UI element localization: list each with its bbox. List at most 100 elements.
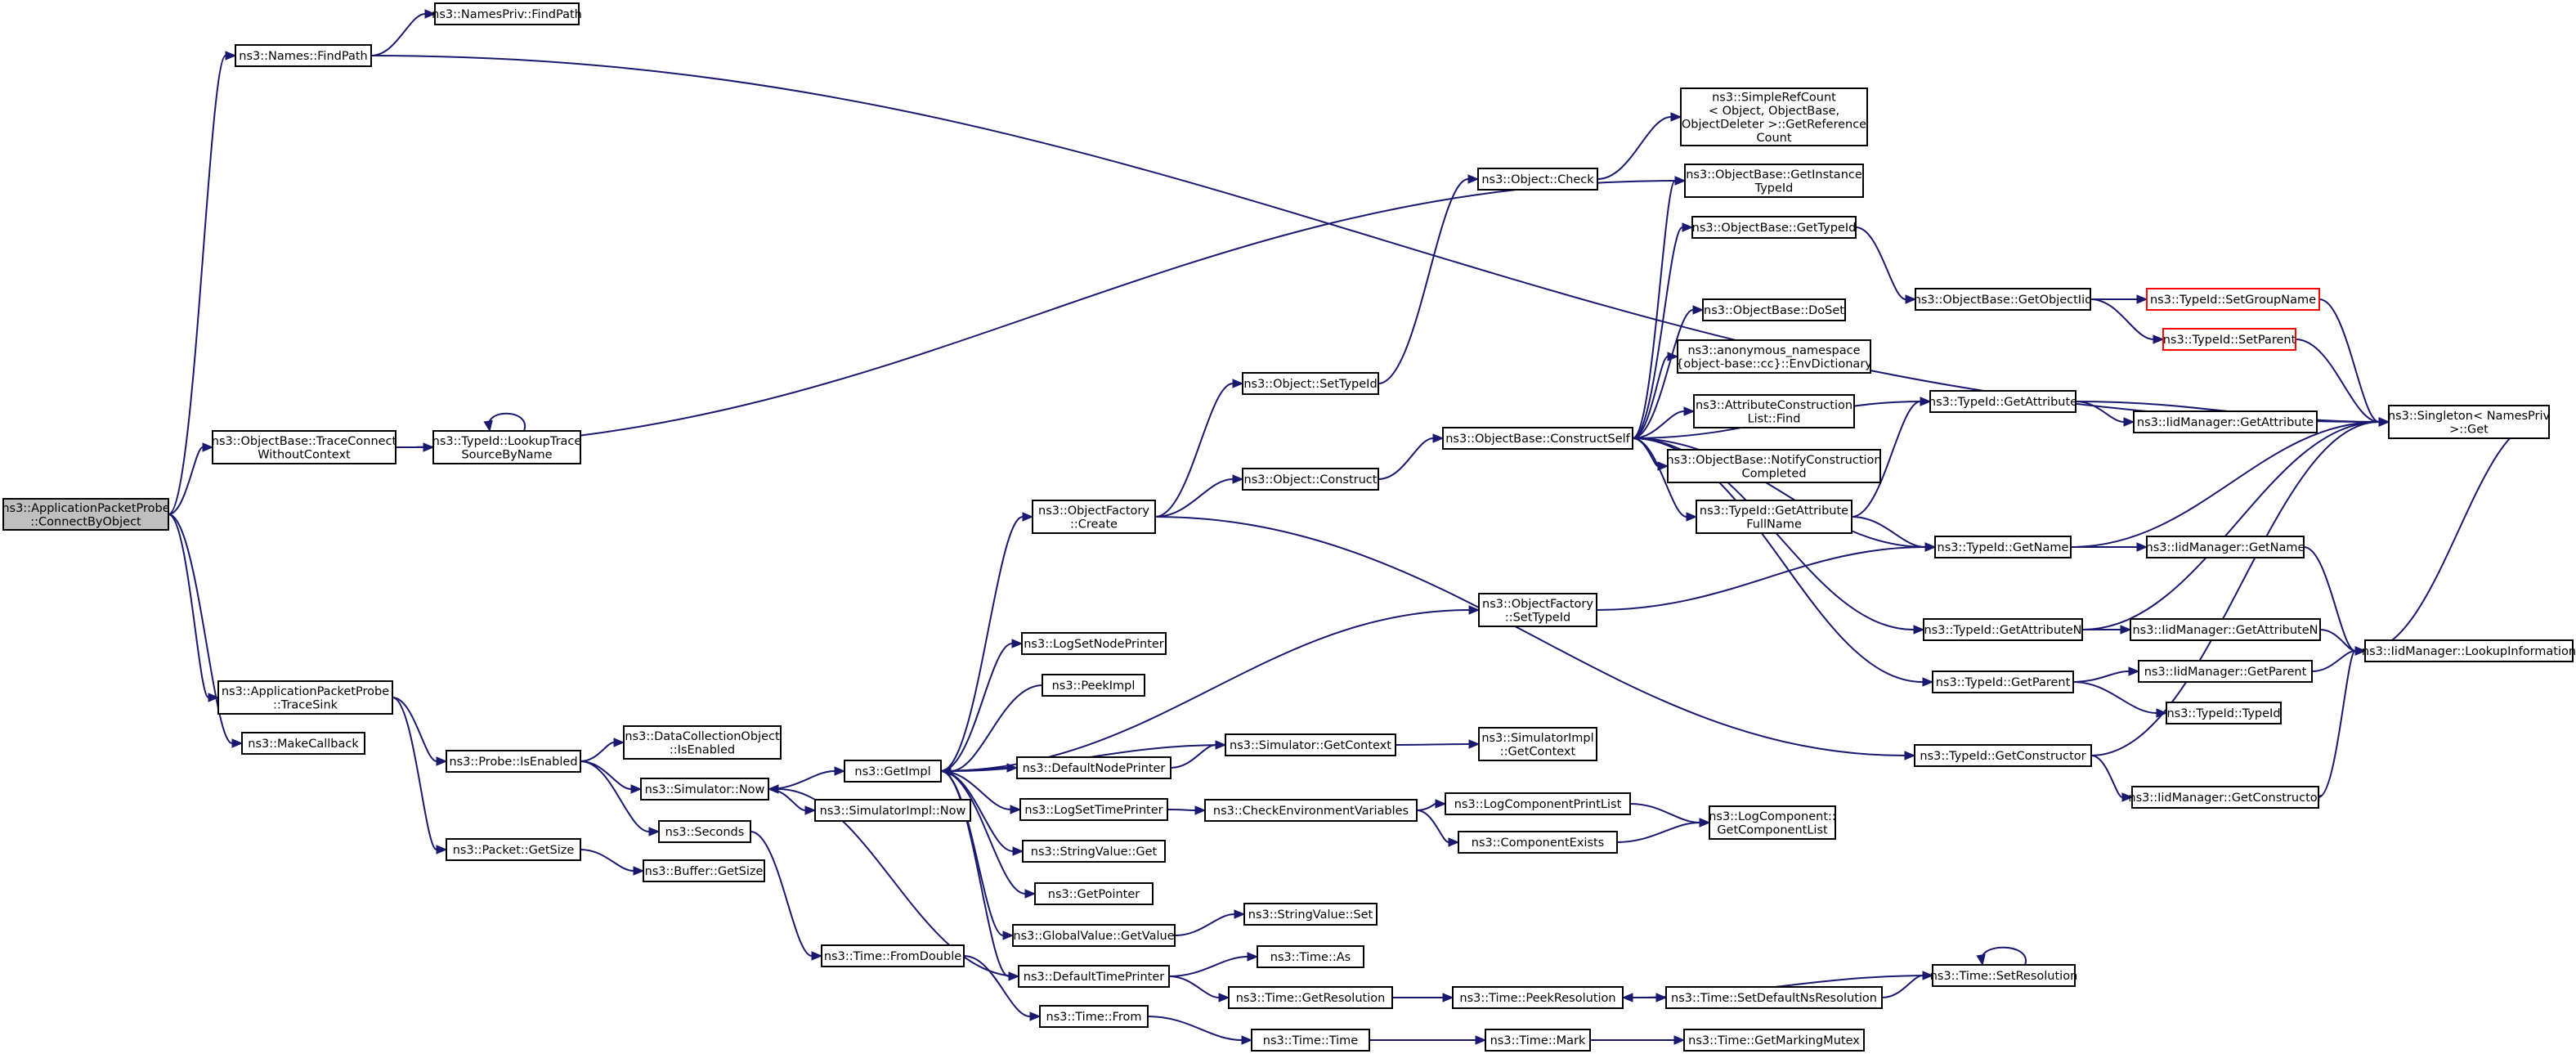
node-box — [1012, 924, 1176, 947]
edge-line — [940, 643, 1013, 772]
node-timeSetResolution[interactable]: ns3::Time::SetResolution — [1930, 964, 2078, 987]
node-peekImpl[interactable]: ns3::PeekImpl — [1042, 674, 1145, 697]
node-notifyConstruction[interactable]: ns3::ObjectBase::NotifyConstructionCompl… — [1666, 449, 1882, 483]
node-logComponentGetList[interactable]: ns3::LogComponent::GetComponentList — [1709, 805, 1836, 840]
node-timeGetResolution[interactable]: ns3::Time::GetResolution — [1228, 986, 1393, 1009]
node-iidGetName[interactable]: ns3::IidManager::GetName — [2146, 536, 2305, 558]
node-iidLookupInfo[interactable]: ns3::IidManager::LookupInformation — [2362, 639, 2576, 662]
node-box — [1696, 500, 1852, 534]
node-packetGetSize[interactable]: ns3::Packet::GetSize — [446, 838, 581, 861]
node-objConstruct[interactable]: ns3::Object::Construct — [1242, 468, 1379, 491]
node-objFactoryCreate[interactable]: ns3::ObjectFactory::Create — [1032, 500, 1156, 534]
node-iidGetAttribute[interactable]: ns3::IidManager::GetAttribute — [2133, 410, 2318, 433]
node-setParent[interactable]: ns3::TypeId::SetParent — [2162, 328, 2296, 351]
node-timeFrom[interactable]: ns3::Time::From — [1039, 1005, 1149, 1028]
node-objCheck[interactable]: ns3::Object::Check — [1477, 168, 1598, 191]
arrowhead — [202, 442, 214, 452]
node-box — [1932, 671, 2074, 693]
node-root[interactable]: ns3::ApplicationPacketProbe::ConnectByOb… — [2, 498, 170, 531]
node-box — [1022, 840, 1166, 863]
node-checkEnvVars[interactable]: ns3::CheckEnvironmentVariables — [1204, 799, 1418, 822]
edge-checkEnvVars-componentExists — [1416, 810, 1460, 847]
node-seconds[interactable]: ns3::Seconds — [658, 820, 751, 843]
node-traceSink[interactable]: ns3::ApplicationPacketProbe::TraceSink — [217, 680, 393, 715]
node-iidGetAttributeN[interactable]: ns3::IidManager::GetAttributeN — [2130, 618, 2321, 641]
node-label: ns3::Singleton< NamesPriv — [2388, 410, 2551, 423]
node-simNow[interactable]: ns3::Simulator::Now — [640, 778, 769, 801]
node-label: ns3::Object::Check — [1481, 173, 1594, 186]
arrowhead — [1686, 512, 1698, 522]
node-simpleRefCount[interactable]: ns3::SimpleRefCount< Object, ObjectBase,… — [1680, 87, 1868, 146]
edge-typeIdGetParent-iidGetParent — [2072, 666, 2140, 683]
node-timeTime[interactable]: ns3::Time::Time — [1251, 1029, 1370, 1052]
node-namesPrivFindPath[interactable]: ns3::NamesPriv::FindPath — [432, 2, 582, 25]
node-doSet[interactable]: ns3::ObjectBase::DoSet — [1702, 298, 1846, 321]
node-timePeekResolution[interactable]: ns3::Time::PeekResolution — [1452, 986, 1624, 1009]
node-setGroupName[interactable]: ns3::TypeId::SetGroupName — [2146, 288, 2320, 311]
node-logSetTimePrinter[interactable]: ns3::LogSetTimePrinter — [1019, 798, 1168, 821]
node-componentExists[interactable]: ns3::ComponentExists — [1458, 831, 1618, 854]
node-getMarkingMutex[interactable]: ns3::Time::GetMarkingMutex — [1683, 1029, 1865, 1052]
node-label: ns3::Seconds — [665, 826, 745, 839]
node-constructSelf[interactable]: ns3::ObjectBase::ConstructSelf — [1442, 427, 1633, 450]
node-simImplNow[interactable]: ns3::SimulatorImpl::Now — [814, 799, 971, 822]
node-envDictionary[interactable]: ns3::anonymous_namespace{object-base::cc… — [1676, 339, 1872, 374]
node-stringValueSet[interactable]: ns3::StringValue::Set — [1243, 903, 1378, 926]
node-obGetTypeId[interactable]: ns3::ObjectBase::GetTypeId — [1691, 216, 1857, 239]
node-label: ns3::PeekImpl — [1052, 679, 1136, 693]
node-objFactorySetTypeId[interactable]: ns3::ObjectFactory::SetTypeId — [1478, 593, 1597, 627]
node-makeCallback[interactable]: ns3::MakeCallback — [241, 732, 365, 755]
node-timeMark[interactable]: ns3::Time::Mark — [1485, 1029, 1591, 1052]
node-defaultTimePrinter[interactable]: ns3::DefaultTimePrinter — [1018, 965, 1170, 988]
node-globalValueGetValue[interactable]: ns3::GlobalValue::GetValue — [1012, 924, 1176, 947]
node-stringValueGet[interactable]: ns3::StringValue::Get — [1022, 840, 1166, 863]
node-label: ns3::Simulator::GetContext — [1230, 739, 1391, 752]
node-simImplGetContext[interactable]: ns3::SimulatorImpl::GetContext — [1478, 727, 1597, 761]
node-box — [2146, 536, 2305, 558]
node-getImpl[interactable]: ns3::GetImpl — [844, 760, 942, 783]
node-bufferGetSize[interactable]: ns3::Buffer::GetSize — [643, 859, 765, 882]
node-typeIdGetAttributeN[interactable]: ns3::TypeId::GetAttributeN — [1923, 618, 2083, 641]
node-box — [1016, 756, 1172, 779]
node-box — [1932, 964, 2076, 987]
node-namesFindPath[interactable]: ns3::Names::FindPath — [235, 44, 372, 67]
node-typeIdTypeId[interactable]: ns3::TypeId::TypeId — [2166, 702, 2282, 724]
node-label: ns3::SimulatorImpl — [1481, 732, 1593, 745]
edge-probeIsEnabled-dcoIsEnabled — [580, 738, 625, 762]
node-simGetContext[interactable]: ns3::Simulator::GetContext — [1225, 733, 1396, 756]
edge-typeIdGetConstructor-singletonGet — [2090, 417, 2390, 756]
node-probeIsEnabled[interactable]: ns3::Probe::IsEnabled — [446, 750, 581, 773]
node-typeIdGetName[interactable]: ns3::TypeId::GetName — [1934, 536, 2072, 558]
node-defaultNodePrinter[interactable]: ns3::DefaultNodePrinter — [1016, 756, 1172, 779]
node-getPointer[interactable]: ns3::GetPointer — [1034, 882, 1154, 905]
node-typeIdGetAttribute[interactable]: ns3::TypeId::GetAttribute — [1929, 390, 2077, 413]
arrowhead — [2354, 646, 2367, 656]
node-label: ns3::TypeId::GetAttribute — [1700, 505, 1848, 518]
edge-line — [963, 955, 1031, 1017]
node-setDefaultNsRes[interactable]: ns3::Time::SetDefaultNsResolution — [1665, 986, 1883, 1009]
node-label: WithoutContext — [258, 448, 351, 461]
node-iidGetParent[interactable]: ns3::IidManager::GetParent — [2138, 660, 2313, 683]
node-timeAs[interactable]: ns3::Time::As — [1257, 945, 1364, 968]
node-logComponentPrintList[interactable]: ns3::LogComponentPrintList — [1445, 792, 1631, 815]
node-traceConnect[interactable]: ns3::ObjectBase::TraceConnectWithoutCont… — [212, 430, 397, 464]
node-iidGetConstructor[interactable]: ns3::IidManager::GetConstructor — [2128, 786, 2323, 809]
node-label: ns3::TypeId::SetGroupName — [2150, 294, 2316, 307]
edge-packetGetSize-bufferGetSize — [580, 849, 645, 876]
node-typeIdGetConstructor[interactable]: ns3::TypeId::GetConstructor — [1914, 744, 2092, 767]
node-getObjectTid[interactable]: ns3::ObjectBase::GetObjectIid — [1914, 288, 2093, 311]
node-label: < Object, ObjectBase, — [1709, 105, 1839, 118]
edge-typeIdGetConstructor-iidGetConstructor — [2090, 755, 2134, 802]
node-typeIdGetParent[interactable]: ns3::TypeId::GetParent — [1932, 671, 2074, 693]
node-timeFromDouble[interactable]: ns3::Time::FromDouble — [821, 944, 965, 967]
node-label: ns3::anonymous_namespace — [1687, 344, 1860, 357]
arrowhead — [1002, 931, 1015, 940]
node-dcoIsEnabled[interactable]: ns3::DataCollectionObject::IsEnabled — [623, 725, 782, 760]
node-objSetTypeId[interactable]: ns3::Object::SetTypeId — [1242, 372, 1379, 395]
node-singletonGet[interactable]: ns3::Singleton< NamesPriv>::Get — [2388, 405, 2551, 439]
node-logSetNodePrinter[interactable]: ns3::LogSetNodePrinter — [1021, 632, 1167, 655]
